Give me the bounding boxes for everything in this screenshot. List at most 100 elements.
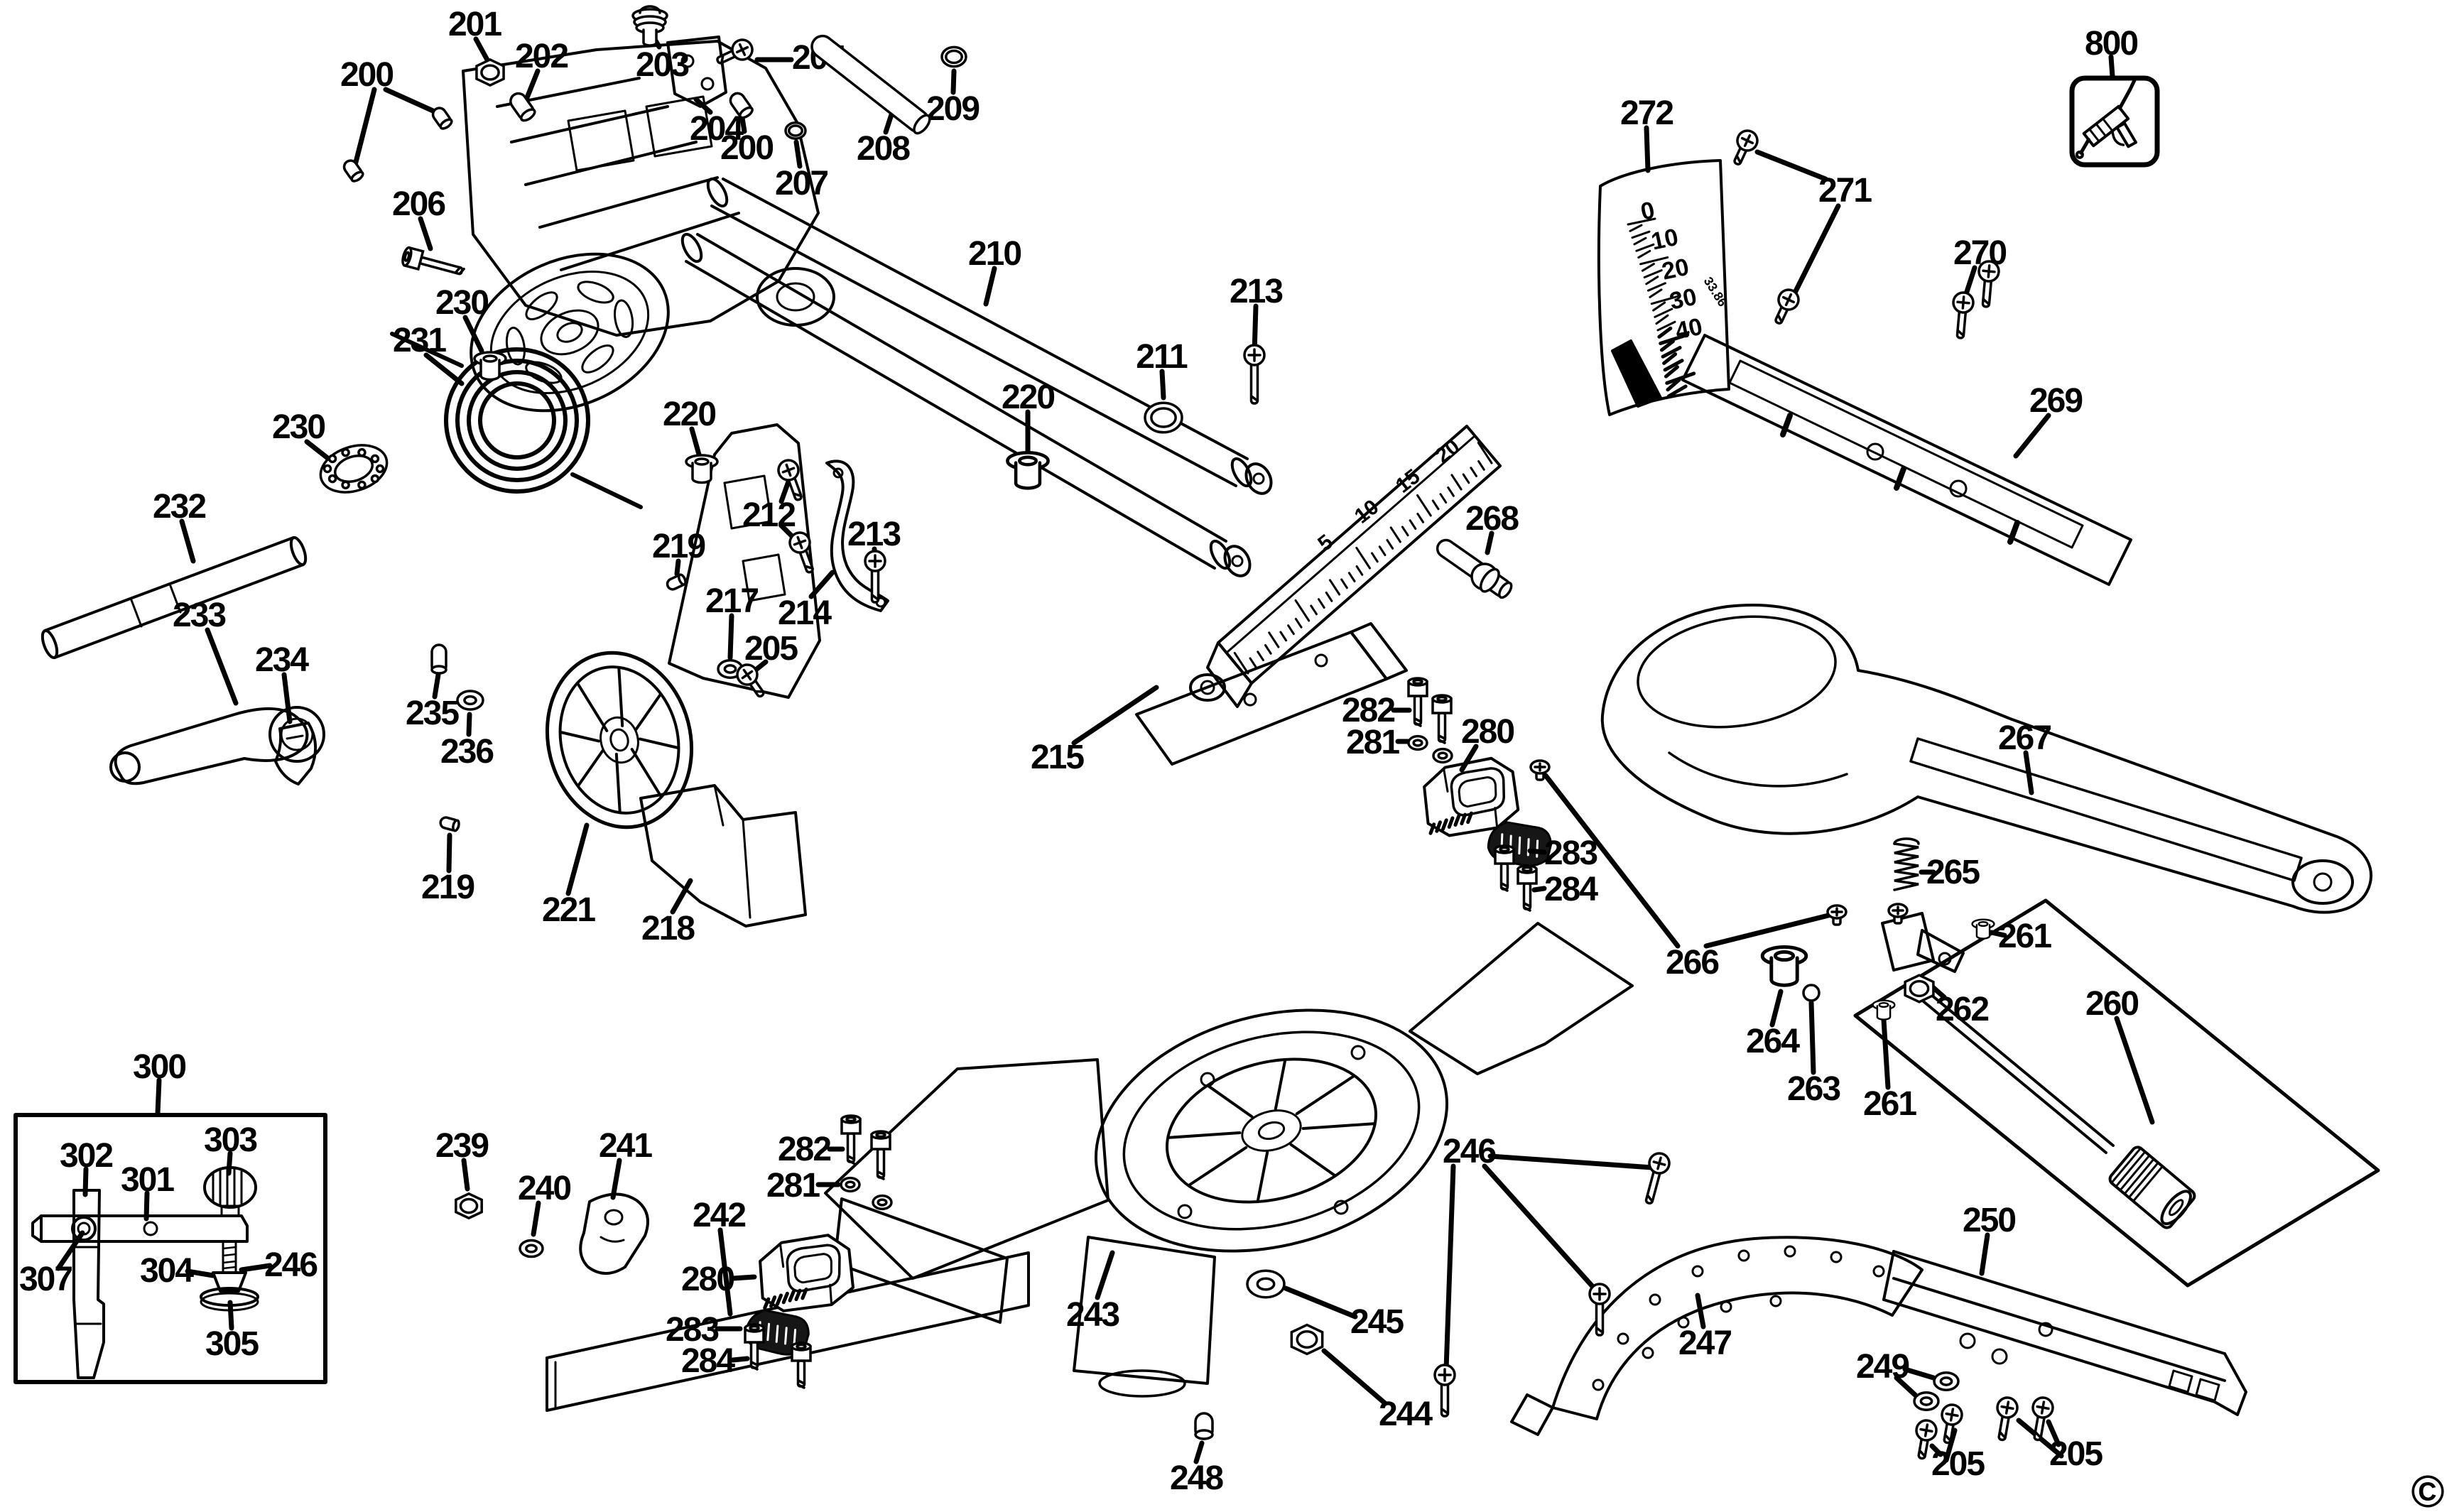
bushing-icon [1006,451,1050,490]
part-label-212: 212 [742,496,795,534]
clamp-inset-drawing [13,1113,327,1384]
screw-icon [788,531,814,574]
leader-line-205 [1943,1427,1958,1463]
pin-icon [439,816,460,832]
leader-line-236 [466,712,472,737]
leader-line-271 [1790,203,1841,300]
part-label-219: 219 [421,869,474,906]
screw-icon [1915,1419,1938,1460]
leader-line-249 [1902,1366,1936,1381]
leader-line-230 [462,315,484,354]
rail-carriage-assembly-drawing [462,36,835,413]
leader-line-249 [1894,1375,1918,1398]
plugscrew-icon [1826,904,1848,926]
ring-icon [784,121,807,140]
part-label-200: 200 [720,129,773,167]
bevel-scale-plate-drawing [1597,159,1730,416]
leader-line-269 [2013,413,2051,459]
kerf-plate-drawing [1510,1236,1924,1436]
capbolt-icon [870,1130,891,1180]
capbolt-icon [1407,677,1428,727]
screw-icon [1733,129,1759,165]
washer-icon [1432,747,1453,764]
leader-line-246 [239,1263,273,1273]
screw-icon [1977,260,2000,308]
pin-icon [1194,1412,1214,1440]
part-label-307: 307 [19,1261,72,1298]
bushing-icon [685,454,719,484]
wheel-spokes-drawing [560,667,679,813]
nut-icon [455,1192,483,1220]
part-label-204: 204 [690,110,744,148]
leader-line-260 [2114,1016,2155,1125]
leader-line-248 [1193,1440,1205,1464]
part-label-241: 241 [599,1127,652,1165]
part-label-207: 207 [775,165,828,202]
turntable-base-drawing [824,922,1634,1398]
leader-line-221 [565,822,590,896]
leader-line-246 [1487,1153,1655,1170]
washer-icon [456,690,484,711]
leader-line-267 [2023,750,2034,795]
part-label-243: 243 [1066,1296,1119,1334]
washer-icon [1933,1371,1960,1391]
leader-line-284 [1531,886,1547,893]
copyright-mark: © [2411,1466,2444,1512]
capbolt-icon [1431,694,1453,744]
leader-line-239 [461,1158,470,1192]
leader-line-205 [2046,1419,2061,1447]
washer-icon [1246,1269,1286,1299]
part-label-282: 282 [778,1131,830,1168]
springv-icon [1893,837,1920,891]
screw-icon [1952,291,1975,339]
part-label-282: 282 [1342,692,1394,729]
part-label-215: 215 [1031,739,1084,776]
part-label-245: 245 [1350,1303,1404,1341]
support-bracket-drawing [1882,1250,2247,1416]
plugthread-icon [631,5,668,47]
leader-line-261 [1881,1017,1891,1090]
part-label-280: 280 [1461,713,1514,751]
leader-line-283 [1527,848,1547,855]
part-label-218: 218 [641,910,695,947]
screw-icon [1243,344,1266,405]
capbolt-icon [744,1323,765,1371]
screw-icon [1774,288,1800,325]
part-label-247: 247 [1678,1325,1731,1362]
leader-line-300 [155,1077,162,1116]
bevel-scale-number: 40 [1673,313,1705,345]
part-label-250: 250 [1963,1202,2015,1239]
leader-line-246 [1443,1163,1456,1372]
leader-line-231 [423,352,465,386]
leader-line-205 [1929,1443,1943,1457]
rail-cover-drawing [1681,334,2132,586]
part-label-240: 240 [518,1170,570,1207]
ring-icon [940,45,967,68]
leader-line-263 [1808,1000,1816,1075]
fence-bracket-drawing [1135,622,1408,766]
screw-icon [777,459,803,501]
bevel-scale-number: 30 [1667,283,1699,315]
leader-line-305 [227,1300,234,1331]
bushing-icon [473,351,507,381]
leader-line-207 [793,139,803,169]
pin-icon [666,573,687,591]
clamp-cam-drawing [579,1192,649,1275]
part-label-231: 231 [393,322,446,359]
leader-line-242 [717,1227,733,1317]
leader-line-261 [1989,930,2007,938]
pin-icon [430,643,447,675]
leader-line-247 [1695,1293,1706,1329]
part-label-261: 261 [1998,918,2051,955]
part-label-260: 260 [2085,985,2138,1023]
pin-icon [431,107,453,130]
leader-line-220 [689,426,702,457]
screw-icon [1588,1283,1611,1337]
leader-line-212 [778,479,791,504]
screw-icon [1644,1152,1671,1205]
part-label-246: 246 [264,1246,317,1284]
part-label-269: 269 [2029,382,2082,420]
screw-icon [1996,1396,2019,1442]
part-label-244: 244 [1379,1396,1433,1433]
part-label-230: 230 [435,284,488,322]
